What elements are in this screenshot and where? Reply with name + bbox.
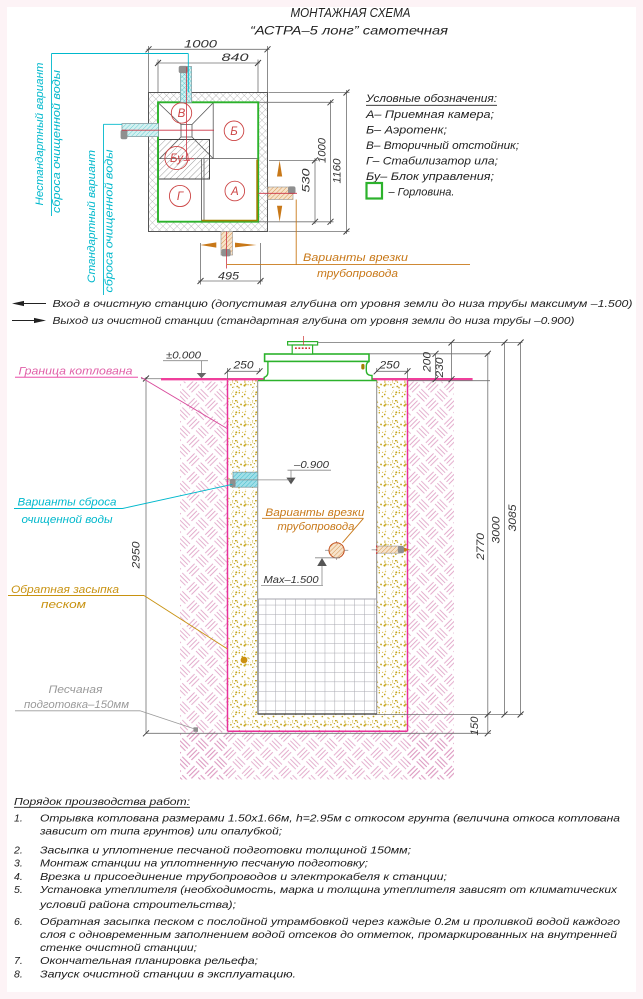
svg-text:стенке очистной станции;: стенке очистной станции; [40,942,197,954]
svg-text:Стандартный вариант: Стандартный вариант [86,150,98,283]
svg-text:Б– Аэротенк;: Б– Аэротенк; [366,124,447,136]
svg-text:6.: 6. [14,916,23,928]
svg-text:530: 530 [301,167,313,192]
svg-text:Песчаная: Песчаная [49,684,103,696]
svg-text:Варианты сброса: Варианты сброса [18,496,117,508]
svg-text:В– Вторичный отстойник;: В– Вторичный отстойник; [366,140,519,152]
svg-text:150: 150 [469,716,481,736]
svg-text:Бу– Блок управления;: Бу– Блок управления; [366,171,494,183]
svg-text:1160: 1160 [332,158,344,184]
svg-text:условий района строительства);: условий района строительства); [39,899,236,911]
svg-text:5.: 5. [14,884,23,896]
svg-text:–0.900: –0.900 [293,459,329,471]
svg-text:Отрывка котлована размерами 1.: Отрывка котлована размерами 1.50х1.66м, … [40,813,620,825]
svg-text:3.: 3. [14,858,23,870]
svg-text:Врезка и присоединение трубопр: Врезка и присоединение трубопроводов и э… [40,871,447,883]
svg-text:Выход из очистной станции (ста: Выход из очистной станции (стандартная г… [53,315,575,327]
svg-text:Порядок производства работ:: Порядок производства работ: [14,796,190,808]
svg-text:Запуск очистной станции в эксп: Запуск очистной станции в эксплуатацию. [40,969,296,981]
svg-text:3085: 3085 [507,504,519,532]
svg-text:Окончательная планировка релье: Окончательная планировка рельефа; [40,955,258,967]
svg-text:Варианты врезки: Варианты врезки [303,252,408,264]
svg-text:8.: 8. [14,969,23,981]
svg-text:2.: 2. [13,845,23,857]
svg-text:трубопровода: трубопровода [277,521,354,533]
svg-text:250: 250 [232,359,254,371]
svg-text:Нестандартный вариант: Нестандартный вариант [34,63,46,206]
svg-text:А: А [230,186,239,198]
svg-text:3000: 3000 [491,516,503,544]
svg-text:Засыпка и уплотнение песчаной: Засыпка и уплотнение песчаной подготовки… [40,845,411,857]
svg-text:Бу: Бу [170,153,184,165]
svg-text:Варианты врезки: Варианты врезки [265,507,364,519]
svg-text:зависит от типа грунтов) или о: зависит от типа грунтов) или опалубкой; [39,826,282,838]
svg-text:1000: 1000 [184,39,218,51]
svg-text:200: 200 [422,351,434,373]
svg-text:Обратная засыпка: Обратная засыпка [11,584,119,596]
svg-text:840: 840 [222,52,250,64]
svg-text:трубопровода: трубопровода [317,268,398,280]
svg-text:Б: Б [230,126,238,138]
svg-text:1000: 1000 [317,137,329,163]
svg-text:Условные обозначения:: Условные обозначения: [365,93,497,105]
svg-text:слоя с одновременным заполнени: слоя с одновременным заполнением водой о… [40,929,617,941]
svg-text:МОНТАЖНАЯ СХЕМА: МОНТАЖНАЯ СХЕМА [291,5,411,20]
svg-text:сброса очищенной воды: сброса очищенной воды [104,150,116,293]
svg-text:В: В [178,108,186,120]
svg-text:А– Приемная камера;: А– Приемная камера; [365,109,494,121]
svg-text:– Горловина.: – Горловина. [387,186,454,198]
svg-text:7.: 7. [14,955,23,967]
svg-text:230: 230 [434,357,446,379]
svg-text:495: 495 [218,270,240,282]
svg-text:4.: 4. [14,871,23,883]
svg-text:сброса очищенной воды: сброса очищенной воды [51,70,63,213]
svg-text:Г– Стабилизатор ила;: Г– Стабилизатор ила; [366,155,498,167]
svg-text:Г: Г [177,191,184,203]
svg-text:Вход в очистную станцию (допус: Вход в очистную станцию (допустимая глуб… [53,298,633,310]
svg-text:2770: 2770 [475,532,487,561]
svg-text:очищенной воды: очищенной воды [22,514,113,526]
svg-text:Монтаж станции на уплотненную: Монтаж станции на уплотненную песчаную п… [40,858,368,870]
svg-text:“АСТРА–5 лонг” самотечная: “АСТРА–5 лонг” самотечная [250,24,448,38]
svg-text:2950: 2950 [130,541,142,570]
svg-text:1.: 1. [14,813,23,825]
svg-text:песком: песком [41,599,87,611]
svg-text:Граница котлована: Граница котлована [19,366,133,378]
svg-text:250: 250 [378,359,400,371]
svg-text:подготовка–150мм: подготовка–150мм [24,699,129,711]
svg-text:Обратная засыпка песком с посл: Обратная засыпка песком с послойной утра… [40,916,620,928]
svg-text:±0.000: ±0.000 [166,349,201,361]
svg-text:Max–1.500: Max–1.500 [264,574,319,586]
svg-text:Установка утеплителя (необходи: Установка утеплителя (необходимость, мар… [39,884,618,896]
